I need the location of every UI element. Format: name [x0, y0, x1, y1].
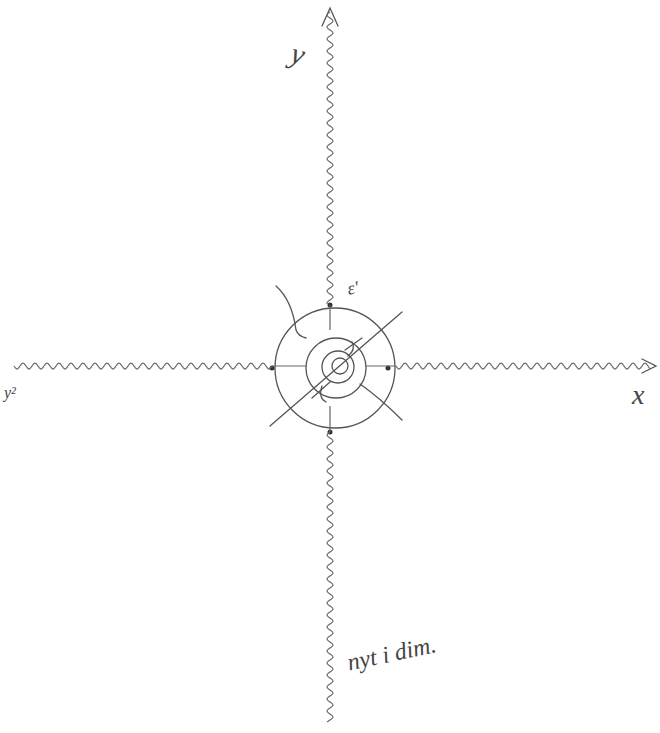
diagonal-line — [270, 312, 402, 426]
leader-line — [276, 286, 306, 338]
handwritten-label: y² — [4, 384, 16, 402]
handwritten-label: nyt i dim. — [345, 631, 439, 676]
handwritten-label: ε' — [346, 278, 360, 299]
wavy-axis — [396, 363, 650, 369]
handwritten-label: x — [632, 380, 644, 411]
wavy-axis — [14, 363, 272, 369]
wavy-axis — [327, 12, 333, 304]
inner-stroke — [321, 386, 326, 402]
handwritten-label: y — [287, 36, 308, 71]
leader-line — [360, 384, 402, 420]
x-arrowhead — [642, 359, 656, 373]
wavy-axis — [327, 432, 333, 722]
axis-segment — [272, 305, 396, 432]
middle-circle — [306, 338, 366, 398]
inner-stroke — [348, 342, 353, 356]
outer-circle — [275, 308, 395, 428]
